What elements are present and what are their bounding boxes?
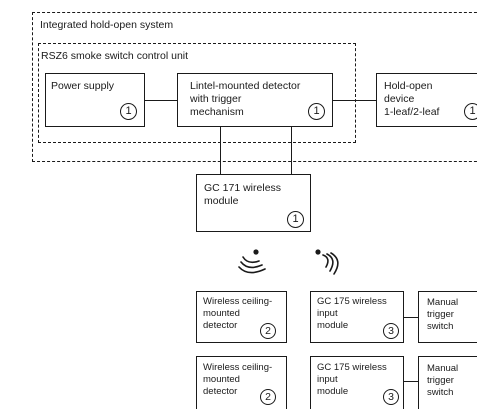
gc175-input-module-node-2: GC 175 wireless input module 3 [310,356,404,409]
gc171-wireless-module-label: GC 171 wireless module [204,182,282,207]
ceiling-detector-badge-1: 2 [260,323,276,339]
power-supply-label: Power supply [51,80,115,92]
integrated-hold-open-system-title: Integrated hold-open system [40,19,174,32]
gc171-wireless-module-badge: 1 [287,211,304,228]
connector-detector-to-gc171-right [291,127,292,174]
wireless-signal-icon [315,249,339,275]
connector-power-to-detector [145,100,177,101]
rsz6-control-unit-group [38,43,356,143]
ceiling-detector-label-2: Wireless ceiling- mounted detector [203,362,273,397]
connector-gc175-to-manual-2 [404,381,418,382]
connector-detector-to-hold-open [333,100,376,101]
ceiling-detector-node-1: Wireless ceiling- mounted detector 2 [196,291,287,343]
hold-open-device-node: Hold-open device 1-leaf/2-leaf 1 [376,73,477,127]
lintel-detector-node: Lintel-mounted detector with trigger mec… [177,73,333,127]
power-supply-node: Power supply 1 [45,73,145,127]
gc175-input-module-label-2: GC 175 wireless input module [317,362,387,397]
lintel-detector-label: Lintel-mounted detector with trigger mec… [190,80,301,118]
manual-trigger-switch-label-2: Manual trigger switch [427,363,459,398]
gc175-input-module-label-1: GC 175 wireless input module [317,296,387,331]
connector-gc175-to-manual-1 [404,317,418,318]
manual-trigger-switch-node-1: Manual trigger switch [418,291,477,343]
hold-open-device-label: Hold-open device 1-leaf/2-leaf [384,80,440,118]
connector-detector-to-gc171-left [220,127,221,174]
manual-trigger-switch-node-2: Manual trigger switch [418,356,477,409]
gc175-input-module-node-1: GC 175 wireless input module 3 [310,291,404,343]
gc175-input-module-badge-2: 3 [383,389,399,405]
rsz6-control-unit-title: RSZ6 smoke switch control unit [41,50,189,63]
manual-trigger-switch-label-1: Manual trigger switch [427,297,459,332]
ceiling-detector-label-1: Wireless ceiling- mounted detector [203,296,273,331]
hold-open-device-badge: 1 [464,103,477,120]
lintel-detector-badge: 1 [308,103,325,120]
wireless-signal-icon [238,249,266,274]
power-supply-badge: 1 [120,103,137,120]
gc175-input-module-badge-1: 3 [383,323,399,339]
ceiling-detector-badge-2: 2 [260,389,276,405]
ceiling-detector-node-2: Wireless ceiling- mounted detector 2 [196,356,287,409]
integrated-hold-open-system-group [32,12,477,162]
gc171-wireless-module-node: GC 171 wireless module 1 [196,174,311,232]
